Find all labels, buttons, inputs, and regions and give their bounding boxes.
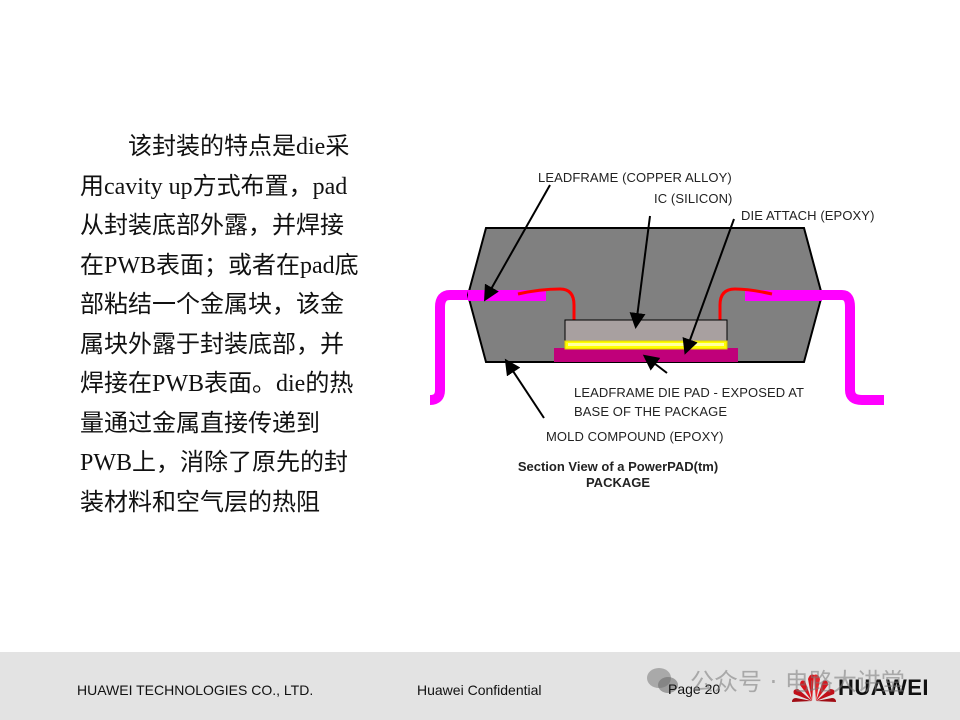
body-line: PWB上，消除了原先的封 — [80, 450, 349, 476]
huawei-logo-text: HUAWEI — [838, 675, 929, 700]
left-lead-internal — [468, 290, 546, 301]
huawei-logo-icon — [792, 674, 836, 702]
watermark-text: 公众号 · 电路大讲堂 — [690, 668, 905, 696]
body-line: 在PWB表面；或者在pad底 — [80, 252, 359, 279]
body-line: 量通过金属直接传递到 — [80, 410, 320, 437]
caption-line-2: PACKAGE — [585, 475, 651, 490]
footer-confidential: Huawei Confidential — [417, 682, 542, 698]
body-line: 部粘结一个金属块，该金 — [80, 292, 344, 318]
footer-company: HUAWEI TECHNOLOGIES CO., LTD. — [77, 682, 314, 698]
label-leadframe: LEADFRAME (COPPER ALLOY) — [538, 170, 732, 185]
right-lead — [822, 290, 884, 405]
slide-body-text: 该封装的特点是die采 用cavity up方式布置，pad 从封装底部外露，并… — [80, 128, 385, 548]
body-line: 焊接在PWB表面。die的热 — [80, 371, 354, 397]
right-bond-wire — [718, 287, 773, 323]
body-line: 用cavity up方式布置，pad — [80, 173, 348, 200]
left-lead — [430, 290, 488, 405]
package-cross-section-graphic — [430, 184, 884, 419]
slide-footer: HUAWEI TECHNOLOGIES CO., LTD. Huawei Con… — [0, 652, 960, 720]
body-line: 该封装的特点是die采 — [128, 134, 350, 160]
ic-die — [564, 319, 728, 343]
label-ic: IC (SILICON) — [654, 191, 733, 206]
body-line: 从封装底部外露，并焊接 — [80, 213, 344, 239]
label-die-attach: DIE ATTACH (EPOXY) — [741, 208, 875, 223]
page-number: Page 20 — [668, 681, 721, 697]
die-pad — [554, 348, 738, 362]
right-lead-internal — [745, 290, 822, 301]
diagram-caption: Section View of a PowerPAD(tm) PACKAGE — [508, 459, 728, 491]
label-die-pad-2: BASE OF THE PACKAGE — [574, 404, 728, 419]
powerpad-section-diagram: LEADFRAME (COPPER ALLOY) IC (SILICON) DI… — [430, 165, 900, 495]
wechat-icon — [647, 668, 678, 693]
caption-line-1: Section View of a PowerPAD(tm) — [517, 459, 719, 474]
left-bond-wire — [517, 287, 576, 323]
body-line: 属块外露于封装底部，并 — [80, 331, 344, 358]
label-mold: MOLD COMPOUND (EPOXY) — [546, 429, 724, 444]
body-line: 装材料和空气层的热阻 — [80, 489, 320, 516]
label-die-pad-1: LEADFRAME DIE PAD - EXPOSED AT — [574, 385, 805, 400]
